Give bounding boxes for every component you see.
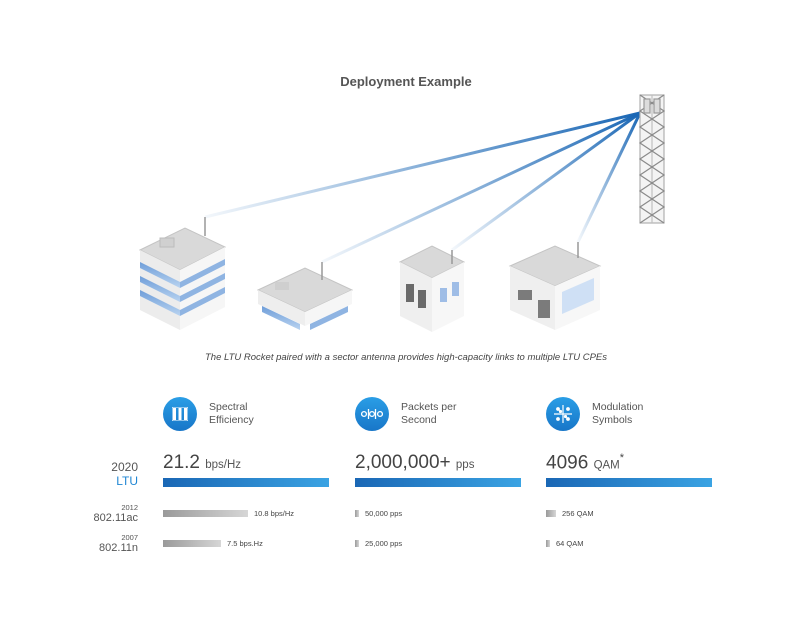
modulation-ac-bar xyxy=(546,510,556,517)
spectral-ac-bar xyxy=(163,510,248,517)
constellation-icon xyxy=(546,397,580,431)
row-n-label: 802.11n xyxy=(99,542,138,554)
packets-ltu-bar xyxy=(355,478,521,487)
building-mid-rise xyxy=(398,245,466,332)
modulation-ac-value: 256 QAM xyxy=(562,509,594,518)
row-ltu-label: LTU xyxy=(116,474,138,488)
packets-ltu-value: 2,000,000+ pps xyxy=(355,452,475,473)
packets-n-bar xyxy=(355,540,359,547)
packets-ac-value: 50,000 pps xyxy=(365,509,403,518)
modulation-n-value: 64 QAM xyxy=(556,539,584,548)
row-n-year: 2007 xyxy=(121,533,138,542)
channel-bars-icon xyxy=(163,397,197,431)
link-to-building-2 xyxy=(321,111,641,264)
spectral-ltu-bar xyxy=(163,478,329,487)
modulation-ltu-value: 4096 QAM* xyxy=(546,452,625,474)
packets-ac-bar xyxy=(355,510,359,517)
spectral-n-value: 7.5 bps.Hz xyxy=(227,539,263,548)
modulation-ltu-bar xyxy=(546,478,712,487)
lattice-tower xyxy=(638,94,666,224)
building-house xyxy=(508,242,602,330)
link-to-building-1 xyxy=(204,111,641,219)
modulation-n-bar xyxy=(546,540,550,547)
spectral-ltu-value: 21.2 bps/Hz xyxy=(163,452,242,473)
diagram-caption: The LTU Rocket paired with a sector ante… xyxy=(205,352,607,363)
row-ac-label: 802.11ac xyxy=(93,512,138,524)
wireless-links xyxy=(204,111,642,264)
spectral-n-bar xyxy=(163,540,221,547)
diagram-title: Deployment Example xyxy=(340,74,472,89)
building-office-tower xyxy=(138,217,227,330)
building-low-office xyxy=(256,262,354,330)
row-ac-year: 2012 xyxy=(121,503,138,512)
link-to-building-4 xyxy=(576,112,642,243)
packets-n-value: 25,000 pps xyxy=(365,539,403,548)
link-to-building-3 xyxy=(451,111,641,252)
deployment-illustration xyxy=(138,94,666,332)
row-ltu-year: 2020 xyxy=(111,460,138,474)
packets-icon xyxy=(355,397,389,431)
spectral-ac-value: 10.8 bps/Hz xyxy=(254,509,295,518)
